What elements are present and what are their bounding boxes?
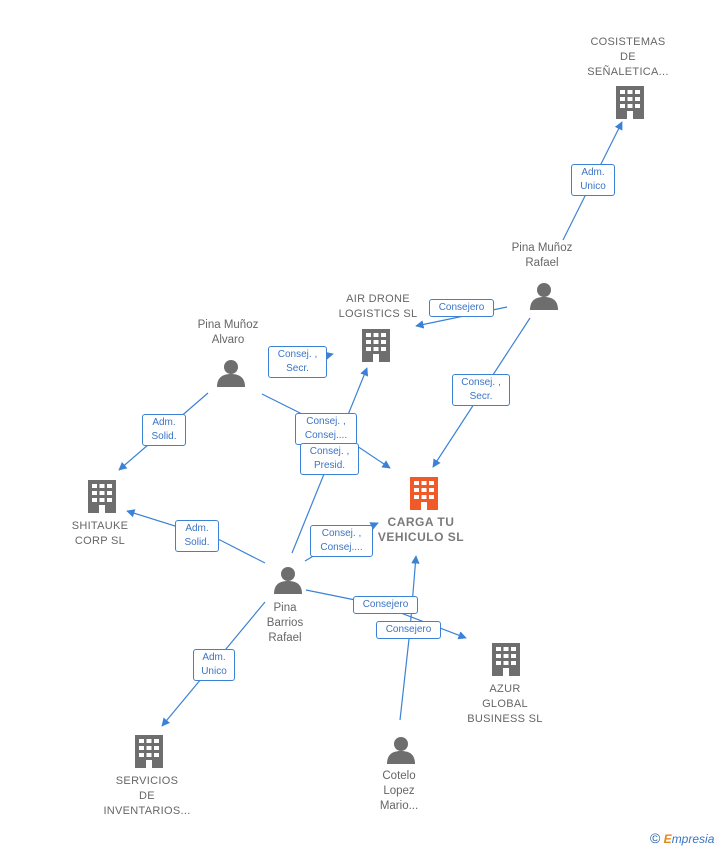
person-icon: [530, 283, 558, 310]
edge-label[interactable]: Adm. Unico: [193, 649, 235, 681]
node-label-pina-munoz-alvaro[interactable]: Pina Muñoz Alvaro: [197, 319, 259, 346]
edge-label[interactable]: Consejero: [353, 596, 418, 614]
person-icon: [274, 567, 302, 594]
building-icon-main: [410, 477, 438, 510]
brand-footer: © Empresia: [650, 830, 714, 846]
node-label-cotelo[interactable]: Cotelo Lopez Mario...: [379, 770, 419, 812]
node-label-air-drone[interactable]: AIR DRONE LOGISTICS SL: [338, 293, 418, 320]
node-label-servicios[interactable]: SERVICIOS DE INVENTARIOS...: [103, 775, 191, 817]
edge-label[interactable]: Adm. Unico: [571, 164, 615, 196]
building-icon: [492, 643, 520, 676]
edge-label[interactable]: Consejero: [429, 299, 494, 317]
brand-logo: Empresia: [663, 832, 715, 846]
person-icon: [387, 737, 415, 764]
edge-label[interactable]: Consej. , Consej....: [295, 413, 357, 445]
node-label-carga-tu-vehiculo[interactable]: CARGA TU VEHICULO SL: [377, 515, 465, 544]
edge-label[interactable]: Consejero: [376, 621, 441, 639]
building-icon: [616, 86, 644, 119]
node-label-pina-munoz-rafael[interactable]: Pina Muñoz Rafael: [511, 242, 573, 269]
edge-label[interactable]: Consej. , Presid.: [300, 443, 359, 475]
building-icon: [362, 329, 390, 362]
building-icon: [135, 735, 163, 768]
edge-label[interactable]: Consej. , Consej....: [310, 525, 373, 557]
node-label-shitauke[interactable]: SHITAUKE CORP SL: [71, 520, 129, 547]
edge-label[interactable]: Consej. , Secr.: [268, 346, 327, 378]
edge-label[interactable]: Adm. Solid.: [175, 520, 219, 552]
copyright-icon: ©: [650, 830, 661, 846]
edge-line: [126, 509, 266, 564]
node-label-cosistemas[interactable]: COSISTEMAS DE SEÑALETICA...: [587, 36, 669, 78]
edge-label[interactable]: Consej. , Secr.: [452, 374, 510, 406]
building-icon: [88, 480, 116, 513]
person-icon: [217, 360, 245, 387]
node-label-pina-barrios-rafael[interactable]: Pina Barrios Rafael: [266, 602, 304, 644]
node-label-azur[interactable]: AZUR GLOBAL BUSINESS SL: [467, 683, 543, 725]
edge-label[interactable]: Adm. Solid.: [142, 414, 186, 446]
